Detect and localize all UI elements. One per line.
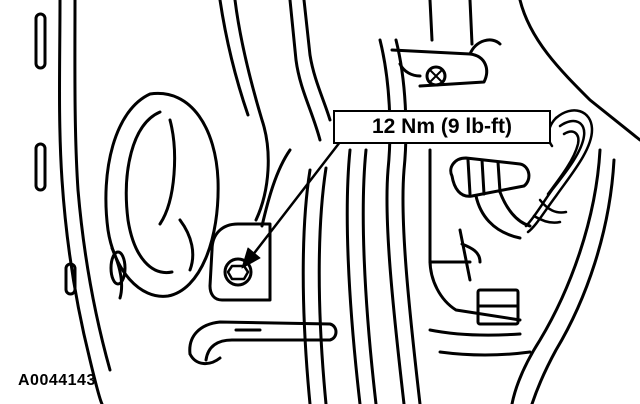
torque-callout: 12 Nm (9 lb-ft)	[333, 110, 551, 144]
lower-fittings	[428, 288, 532, 357]
callout-leader-arrow	[241, 140, 342, 269]
upper-bracket	[390, 0, 502, 88]
torque-spec-label: 12 Nm (9 lb-ft)	[371, 115, 512, 138]
casting-edge	[428, 0, 640, 404]
housing-outline	[58, 0, 270, 404]
figure-reference-code: A0044143	[18, 372, 96, 389]
wiring-harness	[524, 109, 594, 234]
mounting-bracket	[208, 148, 292, 302]
oval-cutout	[104, 91, 220, 300]
left-slot-marks	[34, 12, 77, 296]
lower-strap	[188, 320, 338, 365]
sensor-body	[449, 156, 532, 240]
center-hoses	[288, 0, 422, 404]
